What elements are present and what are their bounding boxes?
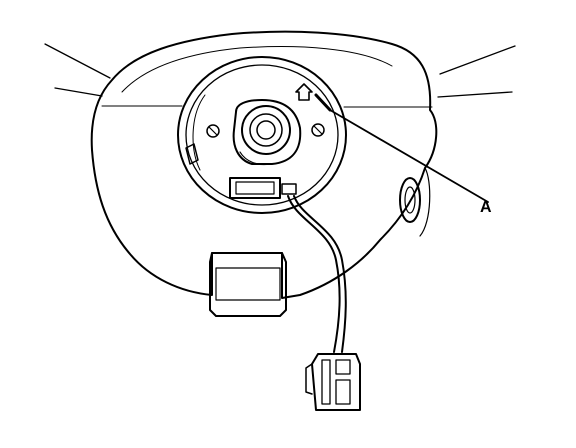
center-rotor xyxy=(232,99,302,166)
alignment-arrow-mark xyxy=(295,83,332,112)
callout-label-a: A xyxy=(480,199,492,216)
hub-seam-line xyxy=(101,105,433,108)
side-switch xyxy=(399,167,431,237)
harness-connector xyxy=(305,353,361,411)
callout-leader-line xyxy=(329,109,489,203)
wheel-spokes xyxy=(44,43,516,98)
reel-connector xyxy=(229,177,297,199)
cable-reel xyxy=(177,56,347,214)
bottom-pad xyxy=(209,252,287,317)
hub-housing xyxy=(90,30,438,299)
hub-inner-contour xyxy=(121,46,393,93)
harness-cable xyxy=(287,195,347,353)
